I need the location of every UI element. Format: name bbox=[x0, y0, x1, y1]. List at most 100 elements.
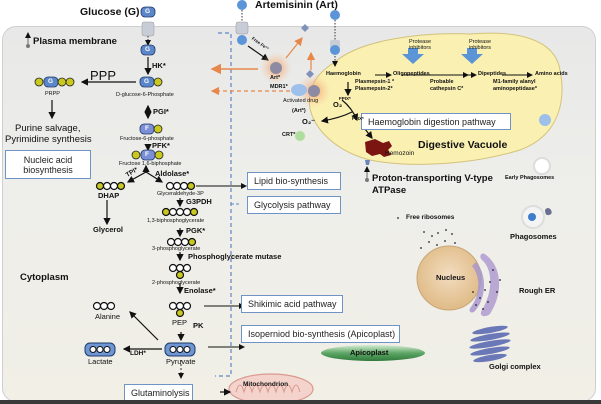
2pg-label: 2-phosphoglycerate bbox=[152, 280, 201, 286]
free-ribosomes-label: Free ribosomes bbox=[406, 214, 455, 221]
apicoplast-label: Apicoplast bbox=[350, 348, 389, 357]
haemoglobin-digestion-label: Haemoglobin digestion pathway bbox=[368, 116, 496, 127]
nucleus-label: Nucleus bbox=[436, 273, 466, 282]
g3p-label: Glyceraldehyde-3P bbox=[157, 191, 204, 197]
apicoplast-shape bbox=[321, 345, 425, 361]
dashed-separator bbox=[215, 32, 232, 377]
glucose-letter: G bbox=[144, 78, 150, 85]
3pg-label: 3-phosphoglycerate bbox=[152, 246, 201, 252]
13bpg-label: 1,3-biphosphoglycerate bbox=[147, 218, 205, 224]
pk-enzyme: PK bbox=[193, 321, 204, 330]
isoprenoid-label: Isoperniod bio-synthesis (Apicoplast) bbox=[248, 329, 396, 339]
plasma-membrane-label: Plasma membrane bbox=[33, 36, 117, 47]
glucose-label: Glucose (G) bbox=[80, 6, 140, 18]
free-ribosome-dots bbox=[397, 217, 456, 249]
molecule-f16bp bbox=[131, 149, 164, 161]
golgi-label: Golgi complex bbox=[489, 362, 541, 371]
cathepsin-label-1: Probable bbox=[430, 79, 454, 85]
golgi-shape bbox=[469, 325, 511, 363]
rough-er-dots bbox=[472, 269, 501, 310]
early-phagosomes-label: Early Phagosomes bbox=[505, 175, 555, 181]
molecule-lactate bbox=[84, 342, 116, 357]
proton-atpase-line2: ATPase bbox=[372, 185, 407, 196]
amino-acids-label: Amino acids bbox=[535, 71, 568, 77]
fpix-label-2: FPIX* bbox=[352, 116, 364, 121]
m1-family-label-2: aminopeptidase* bbox=[493, 86, 538, 92]
glycerol-label: Glycerol bbox=[93, 225, 124, 234]
oligopeptides-label: Oligopeptides bbox=[393, 71, 430, 77]
molecule-g3p bbox=[165, 181, 196, 191]
haemoglobin-digestion-box: Haemoglobin digestion pathway bbox=[361, 113, 511, 130]
alanine-label: Alanine bbox=[95, 312, 121, 321]
m1-family-label-1: M1-family alanyl bbox=[493, 79, 536, 85]
hemozoin-crystal bbox=[365, 139, 392, 157]
g6p-label: D-glucose-6-Phosphate bbox=[116, 92, 174, 98]
o2-minus-label: O₂⁻ bbox=[302, 117, 316, 126]
rough-er-label: Rough ER bbox=[519, 286, 556, 295]
nucleic-acid-line1: Nucleic acid bbox=[23, 154, 73, 165]
fructose-letter: F bbox=[145, 125, 149, 132]
shikimic-acid-label: Shikimic acid pathway bbox=[248, 299, 337, 309]
bottom-border bbox=[0, 400, 601, 404]
f16bp-label: Fructose 1,6-biphosphate bbox=[119, 161, 182, 167]
proton-atpase-line1: Proton-transporting V-type bbox=[372, 173, 493, 184]
purine-salvage-label: Purine salvage, bbox=[15, 123, 81, 134]
cathepsin-label-2: cathepsin C* bbox=[430, 86, 464, 92]
fpix-label-1: FPIX* bbox=[339, 96, 351, 101]
enolase-enzyme: Enolase* bbox=[184, 286, 216, 295]
glucose-transporter bbox=[141, 21, 155, 37]
dhap-label: DHAP bbox=[98, 191, 120, 200]
g3pdh-enzyme: G3PDH bbox=[186, 197, 212, 206]
molecule-alanine bbox=[92, 301, 116, 311]
molecule-13bpg bbox=[161, 207, 199, 217]
aldolase-enzyme: Aldolase* bbox=[155, 169, 190, 178]
glutaminolysis-label: Glutaminolysis bbox=[131, 387, 190, 398]
molecule-glucose-outside bbox=[140, 6, 156, 18]
molecule-2pg bbox=[168, 263, 192, 280]
haemoglobin-label: Haemoglobin bbox=[326, 71, 361, 77]
pep-label: PEP bbox=[172, 318, 188, 327]
molecule-f6p bbox=[139, 123, 163, 135]
ppp-label: PPP bbox=[90, 68, 117, 83]
molecule-3pg bbox=[166, 237, 197, 247]
glucose-letter: G bbox=[145, 46, 151, 53]
mitochondrion-label: Mitochondrion bbox=[243, 381, 289, 388]
pfk-enzyme: PFK* bbox=[152, 141, 170, 150]
lactate-label: Lactate bbox=[88, 357, 113, 366]
plasmepsin2-label: Plasmepsin-2* bbox=[355, 86, 393, 92]
hemozoin-label: Hemozoin bbox=[385, 150, 415, 157]
early-phagosome-shape bbox=[533, 157, 551, 175]
molecule-pep bbox=[168, 301, 192, 318]
activated-drug-label: Activated drug bbox=[283, 98, 319, 104]
digestive-vacuole-label: Digestive Vacuole bbox=[418, 139, 508, 151]
glucose-letter: G bbox=[48, 78, 54, 85]
glucose-letter: G bbox=[145, 8, 151, 15]
pgk-enzyme: PGK* bbox=[186, 226, 206, 235]
nucleic-acid-line2: biosynthesis bbox=[23, 164, 73, 175]
molecule-prpp bbox=[34, 76, 75, 88]
isoprenoid-box: Isoperniod bio-synthesis (Apicoplast) bbox=[241, 325, 400, 343]
f6p-label: Fructose-6-phosphate bbox=[120, 136, 174, 142]
shikimic-acid-box: Shikimic acid pathway bbox=[241, 295, 343, 313]
art-molecule-outside bbox=[237, 0, 247, 10]
art-paren-label: (Art*) bbox=[292, 108, 306, 114]
molecule-glucose-in bbox=[140, 44, 156, 56]
glycolysis-pathway-box: Glycolysis pathway bbox=[247, 196, 341, 214]
pgi-enzyme: PGI* bbox=[153, 107, 169, 116]
rough-er-shape bbox=[480, 253, 500, 317]
o2-label: O₂ bbox=[333, 100, 343, 109]
lipid-biosynthesis-box: Lipid bio-synthesis bbox=[247, 172, 341, 190]
crt-label: CRT* bbox=[282, 132, 296, 138]
title: Artemisinin (Art) bbox=[255, 0, 338, 11]
pyrimidine-synthesis-label: Pyrimidine synthesis bbox=[5, 134, 92, 145]
plasmepsin1-label: Plasmepsin-1 * bbox=[355, 79, 395, 85]
nucleic-acid-box: Nucleic acid biosynthesis bbox=[5, 150, 91, 179]
fructose-letter: F bbox=[145, 151, 149, 158]
pgm-enzyme: Phosphoglycerate mutase bbox=[188, 252, 282, 261]
molecule-pyruvate bbox=[164, 342, 196, 357]
cytoplasm-label: Cytoplasm bbox=[20, 272, 69, 283]
ldh-enzyme: LDH* bbox=[130, 350, 146, 357]
molecule-dhap bbox=[95, 181, 126, 191]
pyruvate-label: Pyruvate bbox=[166, 357, 196, 366]
